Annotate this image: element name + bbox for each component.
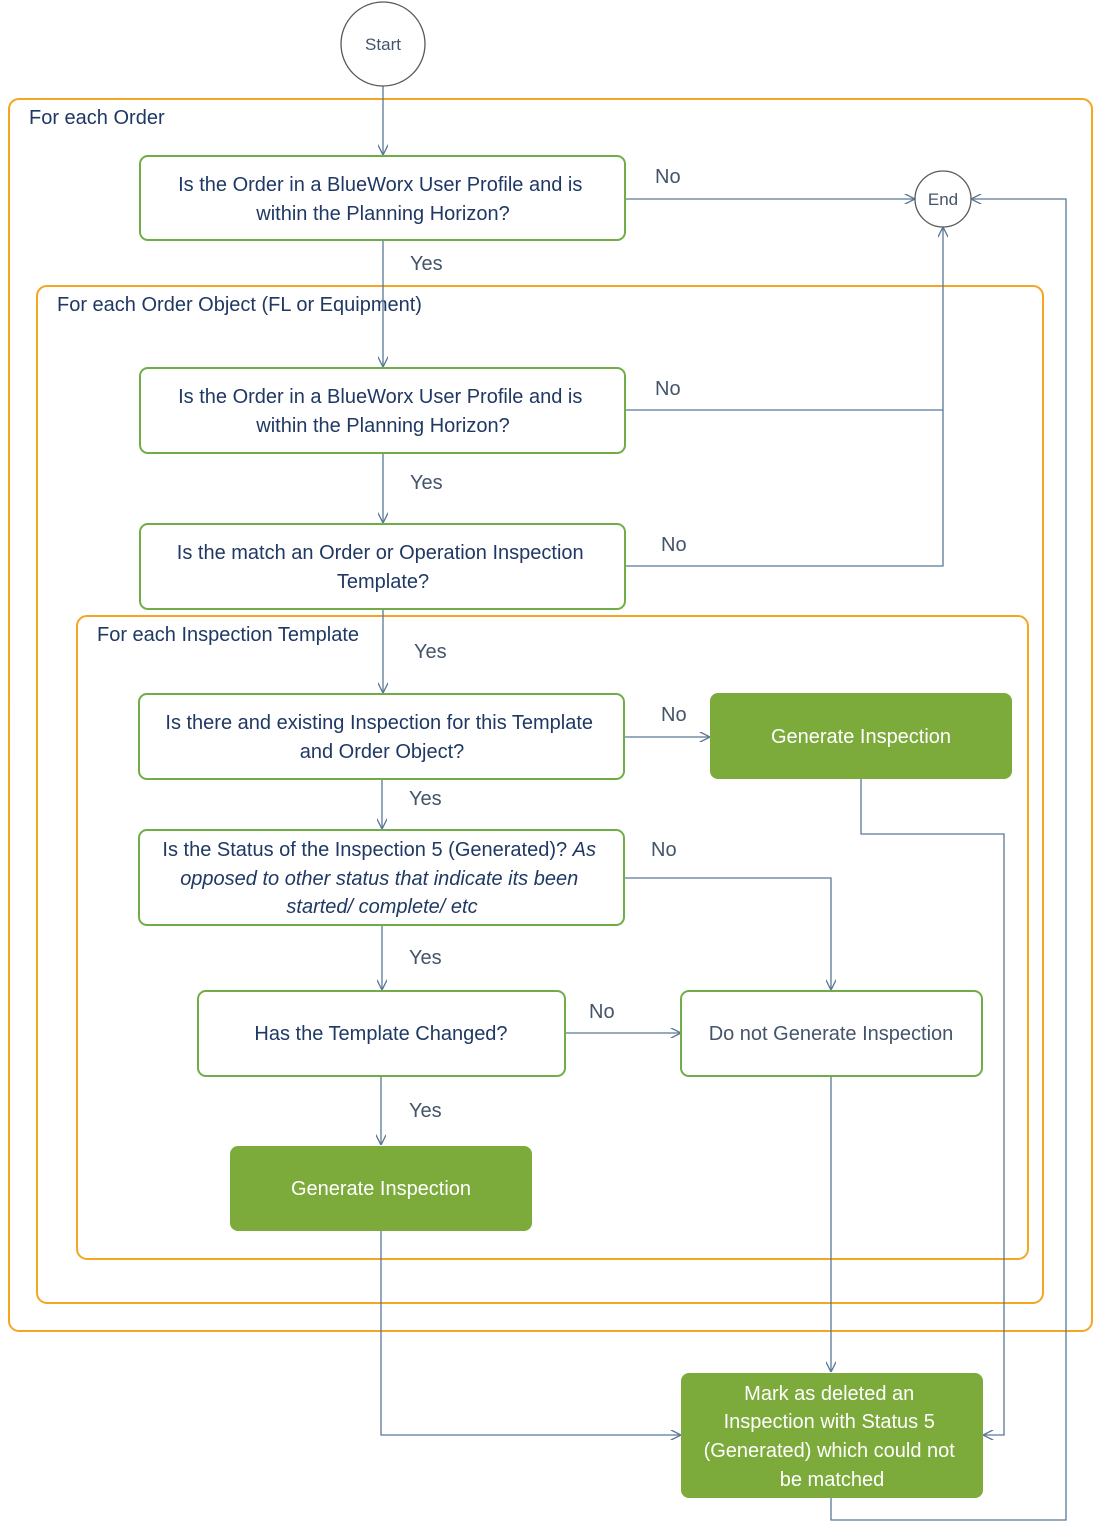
action-mark-as-deleted-line-3: (Generated) which could not <box>704 1440 956 1462</box>
action-mark-as-deleted[interactable]: Mark as deleted an Inspection with Statu… <box>681 1373 983 1498</box>
svg-text:Is the Status of the Inspectio: Is the Status of the Inspection 5 (Gener… <box>162 839 601 918</box>
decision-template-changed-label: Has the Template Changed? <box>254 1023 507 1045</box>
edge-label-d1-no: No <box>655 166 681 188</box>
action-generate-inspection-right[interactable]: Generate Inspection <box>710 693 1012 779</box>
decision-inspection-status-generated[interactable]: Is the Status of the Inspection 5 (Gener… <box>138 829 625 926</box>
decision-match-template-type-line-2: Template? <box>337 571 429 593</box>
edge-label-d5-yes: Yes <box>409 947 442 969</box>
action-generate-inspection-bottom[interactable]: Generate Inspection <box>230 1146 532 1231</box>
action-generate-inspection-right-label: Generate Inspection <box>771 726 951 748</box>
edge-label-d3-yes: Yes <box>414 641 447 663</box>
edge-label-d2-yes: Yes <box>410 472 443 494</box>
action-mark-as-deleted-line-2: Inspection with Status 5 <box>724 1411 935 1433</box>
edge-label-d2-no: No <box>655 378 681 400</box>
action-do-not-generate-inspection[interactable]: Do not Generate Inspection <box>680 990 983 1077</box>
decision-order-in-profile[interactable]: Is the Order in a BlueWorx User Profile … <box>139 155 626 241</box>
edge-label-d1-yes: Yes <box>410 253 443 275</box>
end-terminal[interactable]: End <box>914 170 972 228</box>
decision-status-line-1b: As <box>572 839 596 861</box>
decision-order-object-in-profile-line-2: within the Planning Horizon? <box>255 415 510 437</box>
container-label-order-object: For each Order Object (FL or Equipment) <box>57 294 422 316</box>
action-generate-inspection-bottom-label: Generate Inspection <box>291 1178 471 1200</box>
svg-text:Is the Order in a BlueWorx Use: Is the Order in a BlueWorx User Profile … <box>178 174 588 225</box>
action-mark-as-deleted-line-4: be matched <box>780 1469 885 1491</box>
container-for-each-order-object <box>36 285 1044 1304</box>
decision-status-line-1a: Is the Status of the Inspection 5 (Gener… <box>162 839 572 861</box>
decision-existing-inspection-line-2: and Order Object? <box>300 741 465 763</box>
end-label: End <box>928 190 958 209</box>
edge-label-d6-yes: Yes <box>409 1100 442 1122</box>
edge-label-d6-no: No <box>589 1001 615 1023</box>
decision-order-in-profile-line-2: within the Planning Horizon? <box>255 203 510 225</box>
container-label-template: For each Inspection Template <box>97 624 359 646</box>
edge-label-d5-no: No <box>651 839 677 861</box>
action-do-not-generate-inspection-label: Do not Generate Inspection <box>709 1023 954 1045</box>
svg-text:Is the Order in a BlueWorx Use: Is the Order in a BlueWorx User Profile … <box>178 386 588 437</box>
connectors <box>381 86 1067 1521</box>
decision-status-line-3: started/ complete/ etc <box>286 896 477 918</box>
container-for-each-order <box>8 98 1093 1332</box>
decision-order-in-profile-line-1: Is the Order in a BlueWorx User Profile … <box>178 174 582 196</box>
svg-text:Mark as deleted an Inspe: Mark as deleted an Inspection with Statu… <box>704 1383 961 1491</box>
start-terminal[interactable]: Start <box>340 1 426 87</box>
decision-existing-inspection[interactable]: Is there and existing Inspection for thi… <box>138 693 625 780</box>
edge-label-d4-no: No <box>661 704 687 726</box>
decision-order-object-in-profile-line-1: Is the Order in a BlueWorx User Profile … <box>178 386 582 408</box>
decision-template-changed[interactable]: Has the Template Changed? <box>197 990 566 1077</box>
svg-text:Is the match an Order or Opera: Is the match an Order or Operation Inspe… <box>177 542 589 593</box>
container-for-each-template <box>76 615 1029 1260</box>
svg-text:Is there and existing Inspecti: Is there and existing Inspection for thi… <box>165 712 598 763</box>
action-mark-as-deleted-line-1: Mark as deleted an <box>744 1383 914 1405</box>
edge-label-d4-yes: Yes <box>409 788 442 810</box>
decision-existing-inspection-line-1: Is there and existing Inspection for thi… <box>165 712 593 734</box>
decision-status-line-2: opposed to other status that indicate it… <box>180 868 578 890</box>
decision-order-object-in-profile[interactable]: Is the Order in a BlueWorx User Profile … <box>139 367 626 454</box>
start-label: Start <box>365 35 401 54</box>
decision-match-template-type-line-1: Is the match an Order or Operation Inspe… <box>177 542 584 564</box>
edge-label-d3-no: No <box>661 534 687 556</box>
decision-match-template-type[interactable]: Is the match an Order or Operation Inspe… <box>139 523 626 610</box>
container-label-order: For each Order <box>29 107 165 129</box>
